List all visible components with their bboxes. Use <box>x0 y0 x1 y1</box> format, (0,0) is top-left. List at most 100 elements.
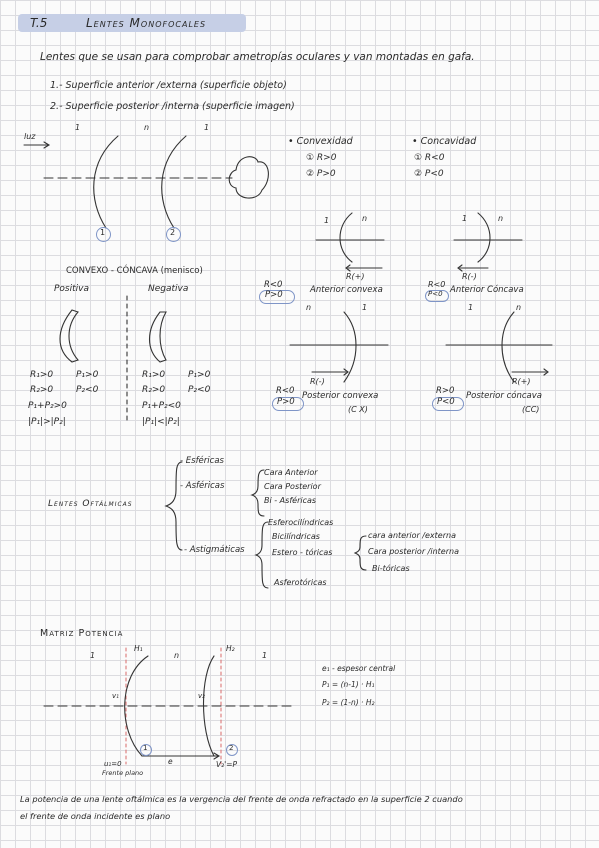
concavity-p: ② P<0 <box>414 169 444 179</box>
pcc-index-1: 1 <box>468 303 474 312</box>
title-highlight <box>18 14 246 32</box>
matrix-h2: H₂ <box>226 644 235 653</box>
pc-caption: Posterior convexa <box>302 391 379 401</box>
pos-abs: |P₁|>|P₂| <box>28 417 66 427</box>
pcc-index-n: n <box>516 303 522 312</box>
asferica-2: Cara Posterior <box>264 482 321 491</box>
matrix-pt1-circle <box>140 744 152 756</box>
ac-r-sign: R(+) <box>346 272 365 281</box>
convexity-r: ① R>0 <box>306 153 337 163</box>
surface-2-text: 2.- Superficie posterior /interna (super… <box>50 101 295 112</box>
matrix-index-n: n <box>174 651 180 660</box>
acc-r-label: R<0 <box>428 280 446 289</box>
ac-p-circle <box>259 290 295 304</box>
ac-p-label: P>0 <box>265 290 283 300</box>
surface-1-number: 1 <box>100 228 106 237</box>
lens-index-mid: n <box>144 123 150 132</box>
surface-2-marker <box>166 227 181 242</box>
pcc-code: (CC) <box>522 405 540 414</box>
ophthalmic-root: Lentes Oftálmicas <box>48 499 133 509</box>
neg-sum: P₁+P₂<0 <box>142 401 181 411</box>
convexity-title: • Convexidad <box>288 136 353 147</box>
matrix-v2eq: V₂'=P <box>216 760 238 769</box>
matrix-eq-p2: P₂ = (1-n) · H₂ <box>322 698 375 707</box>
pcc-p-label: P<0 <box>437 397 455 407</box>
ac-caption: Anterior convexa <box>310 285 383 295</box>
asferica-3: Bi - Asféricas <box>264 496 317 505</box>
ophthalmic-astigmaticas: - Astigmáticas <box>184 545 245 555</box>
pcc-caption: Posterior cóncava <box>466 391 542 401</box>
neg-r2: R₂>0 <box>142 385 166 395</box>
torica-2: Cara posterior /interna <box>368 547 459 556</box>
ac-r-label: R<0 <box>264 280 283 290</box>
matrix-v1: v₁ <box>112 692 119 700</box>
matrix-pt2-circle <box>226 744 238 756</box>
convexity-p: ② P>0 <box>306 169 336 179</box>
neg-p2: P₂<0 <box>188 385 211 395</box>
definition-text: Lentes que se usan para comprobar ametro… <box>40 51 475 63</box>
matrix-pt1: 1 <box>143 744 148 752</box>
matrix-eq-e: e₁ - espesor central <box>322 664 396 673</box>
pc-p-circle <box>272 397 304 411</box>
surface-1-text: 1.- Superficie anterior /externa (superf… <box>50 80 287 91</box>
astigmatica-1: Esferocilíndricas <box>268 518 334 527</box>
chapter-number: T.5 <box>30 16 48 30</box>
pc-code: (C X) <box>348 405 368 414</box>
pcc-r-label: R>0 <box>436 386 455 396</box>
power-definition-line2: el frente de onda incidente es plano <box>20 811 171 821</box>
matrix-index-1b: 1 <box>262 651 268 660</box>
pc-index-1: 1 <box>362 303 368 312</box>
astigmatica-4: Asferotóricas <box>274 578 327 587</box>
ophthalmic-esfericas: - Esféricas <box>180 456 224 466</box>
acc-p-circle <box>425 290 449 302</box>
matrix-h1: H₁ <box>134 644 143 653</box>
acc-p-label: P<0 <box>428 290 443 298</box>
matrix-eq-p1: P₁ = (n-1) · H₁ <box>322 680 375 689</box>
acc-index-1: 1 <box>462 214 468 223</box>
ophthalmic-asfericas: - Asféricas <box>180 481 225 491</box>
matrix-index-1a: 1 <box>90 651 96 660</box>
matrix-title: Matriz Potencia <box>40 628 124 639</box>
concavity-title: • Concavidad <box>412 136 477 147</box>
neg-r1: R₁>0 <box>142 370 166 380</box>
acc-r-sign: R(-) <box>462 272 477 281</box>
torica-3: Bi-tóricas <box>372 564 410 573</box>
pos-p1: P₁>0 <box>76 370 99 380</box>
lens-index-right: 1 <box>204 123 210 132</box>
pos-sum: P₁+P₂>0 <box>28 401 67 411</box>
power-definition-line1: La potencia de una lente oftálmica es la… <box>20 794 463 804</box>
light-label: luz <box>24 132 36 141</box>
pc-index-n: n <box>306 303 312 312</box>
pc-p-label: P>0 <box>277 397 295 407</box>
pcc-r-sign: R(+) <box>512 377 531 386</box>
acc-caption: Anterior Cóncava <box>450 285 524 295</box>
pc-r-sign: R(-) <box>310 377 325 386</box>
menisco-title: CONVEXO - CÓNCAVA (menisco) <box>66 266 203 276</box>
concavity-r: ① R<0 <box>414 153 445 163</box>
surface-1-marker <box>96 227 111 242</box>
astigmatica-2: Bicilíndricas <box>272 532 320 541</box>
torica-1: cara anterior /externa <box>368 531 456 540</box>
asferica-1: Cara Anterior <box>264 468 318 477</box>
menisco-negativa: Negativa <box>148 284 189 294</box>
page-title: Lentes Monofocales <box>86 16 207 30</box>
ac-index-n: n <box>362 214 368 223</box>
neg-p1: P₁>0 <box>188 370 211 380</box>
pos-r1: R₁>0 <box>30 370 54 380</box>
pos-p2: P₂<0 <box>76 385 99 395</box>
ac-index-1: 1 <box>324 216 330 225</box>
astigmatica-3: Estero - tóricas <box>272 548 333 557</box>
matrix-u1: u₁=0 <box>104 760 122 768</box>
lens-index-left: 1 <box>75 123 81 132</box>
menisco-positiva: Positiva <box>54 284 89 294</box>
matrix-pt2: 2 <box>229 744 234 752</box>
pos-r2: R₂>0 <box>30 385 54 395</box>
surface-2-number: 2 <box>170 228 176 237</box>
neg-abs: |P₁|<|P₂| <box>142 417 180 427</box>
acc-index-n: n <box>498 214 504 223</box>
matrix-v2: v₂ <box>198 692 205 700</box>
pcc-p-circle <box>432 397 464 411</box>
matrix-frente: Frente plano <box>102 769 144 777</box>
matrix-e: e <box>168 757 173 766</box>
